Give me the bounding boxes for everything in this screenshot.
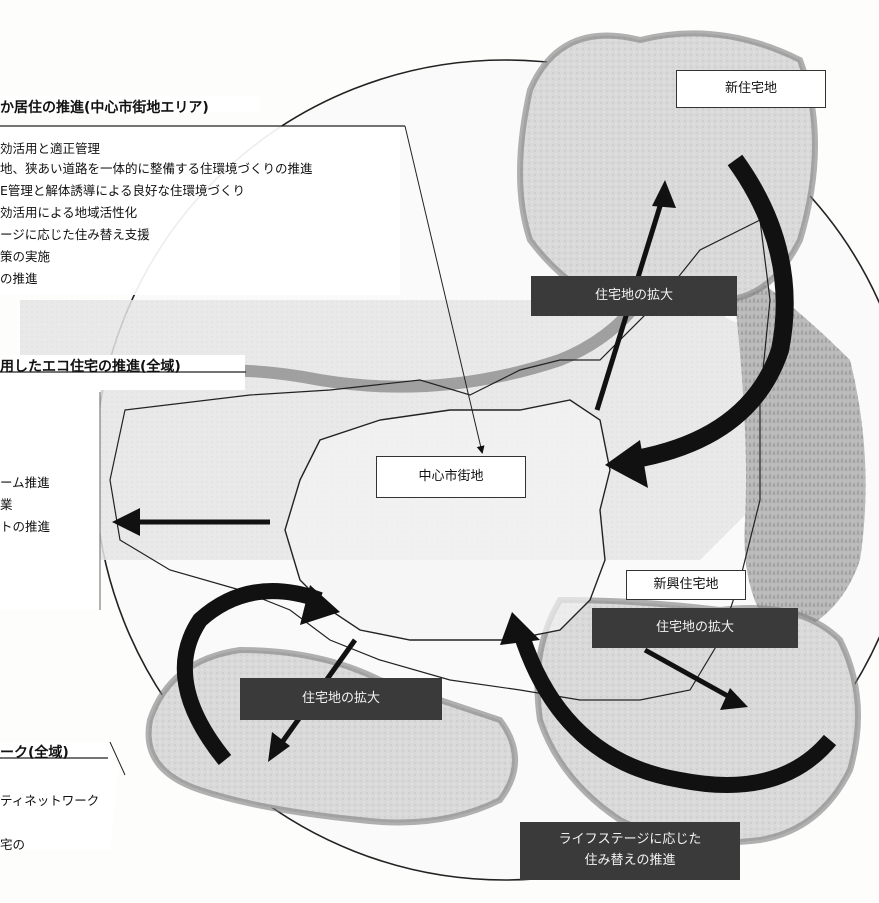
curve-arrow-bottom (512, 627, 837, 793)
label-lifestage-line2: 住み替えの推進 (584, 853, 676, 868)
section-item: E管理と解体誘導による良好な住環境づくり (0, 183, 246, 198)
label-emerging-residential: 新興住宅地 (626, 570, 746, 600)
label-lifestage: ライフステージに応じた 住み替えの推進 (520, 822, 740, 880)
section-item: 宅の (0, 837, 26, 852)
section-title-central: か居住の推進(中心市街地エリア) (0, 100, 209, 116)
panel-bottom-bg (0, 742, 118, 850)
panel-mid-bg (0, 355, 245, 610)
label-expansion-lower: 住宅地の拡大 (240, 678, 442, 720)
section-item: 地、狭あい道路を一体的に整備する住環境づくりの推進 (0, 161, 313, 176)
section-item: 策の実施 (0, 249, 51, 264)
central-city-area (284, 399, 611, 641)
label-new-residential: 新住宅地 (676, 70, 826, 108)
section-item: の推進 (0, 271, 38, 286)
label-lifestage-line1: ライフステージに応じた (558, 832, 702, 847)
panel-top-title-bg (0, 96, 260, 112)
pointer-line (404, 125, 485, 454)
label-expansion-right: 住宅地の拡大 (592, 608, 798, 648)
section-item: 業 (0, 497, 13, 512)
section-item: 効活用による地域活性化 (0, 205, 138, 220)
label-expansion-upper: 住宅地の拡大 (531, 276, 737, 316)
label-central-city: 中心市街地 (376, 456, 526, 498)
curve-arrow-left (176, 583, 323, 766)
curve-arrow-top (628, 154, 794, 469)
arrow-down-right (643, 647, 737, 703)
panel-top-bg (0, 126, 400, 295)
section-title-network: ーク(全域) (0, 745, 69, 761)
section-title-eco: 用したエコ住宅の推進(全域) (0, 359, 181, 375)
section-item: ージに応じた住み替え支援 (0, 227, 150, 242)
section-item: 効活用と適正管理 (0, 141, 101, 156)
section-item: ーム推進 (0, 475, 50, 490)
section-item: ティネットワーク (0, 793, 100, 808)
section-item: トの推進 (0, 519, 51, 534)
